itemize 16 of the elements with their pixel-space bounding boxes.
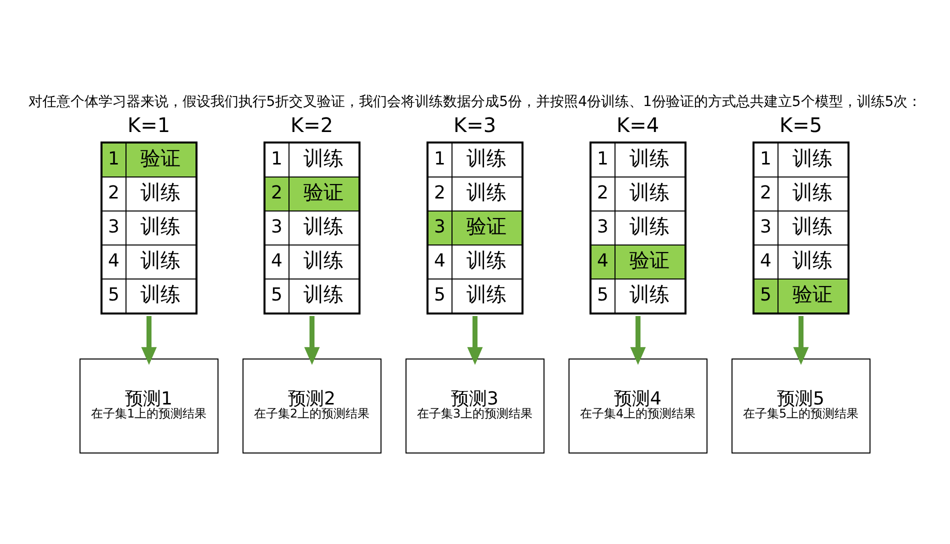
node-label: K=4 xyxy=(616,113,660,137)
arrow xyxy=(141,316,157,365)
arrow xyxy=(467,316,483,365)
node-label: K=1 xyxy=(128,113,170,137)
arrow xyxy=(630,316,646,365)
node-box: 预测5 在子集5上的预测结果 xyxy=(732,358,870,454)
node-box: 预测4 在子集4上的预测结果 xyxy=(568,358,708,454)
node-label: K=5 xyxy=(780,113,822,137)
node-label: K=2 xyxy=(290,113,334,137)
arrow xyxy=(793,316,809,365)
node-label: K=3 xyxy=(454,113,496,137)
arrow xyxy=(304,316,320,365)
node-box: 预测1 在子集1上的预测结果 xyxy=(80,358,218,454)
node-box: 预测3 在子集3上的预测结果 xyxy=(406,358,544,454)
diagram-title: 对任意个体学习器来说，假设我们执行5折交叉验证，我们会将训练数据分成5份，并按照4份训练、1份验证的方式总共建立5个模型，训练5次： xyxy=(28,94,922,110)
node-box: 预测2 在子集2上的预测结果 xyxy=(242,358,382,454)
